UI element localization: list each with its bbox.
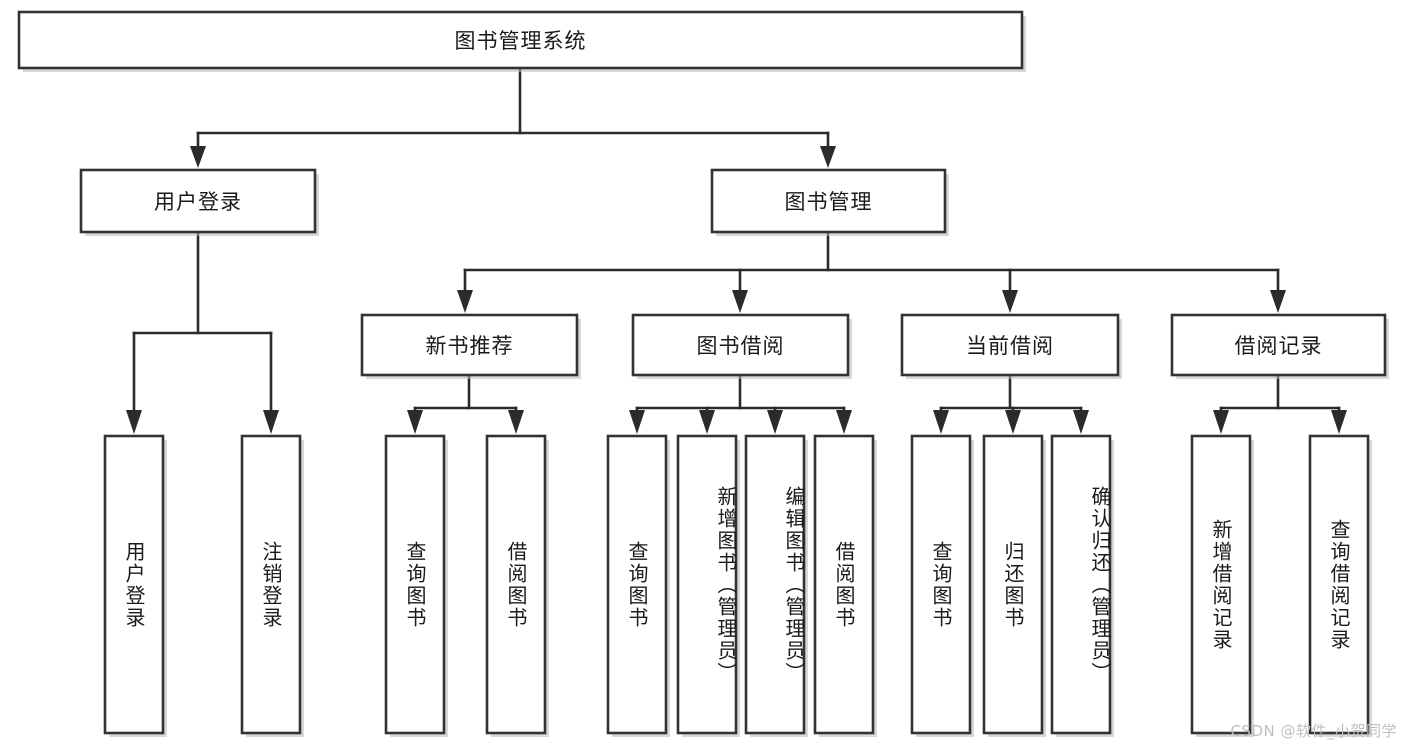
- arrow-to-leaf-borrow-book-1: [508, 410, 524, 434]
- arrow-to-leaf-query-record: [1331, 410, 1347, 434]
- arrow-to-borrow-record: [1270, 290, 1286, 313]
- arrow-to-user-login: [190, 146, 206, 168]
- node-leaf-user-logout[interactable]: [240, 434, 302, 735]
- node-leaf-borrow-book-1[interactable]: [485, 434, 547, 735]
- arrow-to-book-manage: [820, 146, 836, 168]
- arrow-to-leaf-add-record: [1213, 410, 1229, 434]
- node-leaf-query-book-2[interactable]: [606, 434, 668, 735]
- node-leaf-add-book[interactable]: [676, 434, 738, 735]
- arrow-to-leaf-borrow-book-2: [836, 410, 852, 434]
- node-user-login[interactable]: [79, 168, 317, 234]
- node-leaf-query-record[interactable]: [1308, 434, 1370, 735]
- arrow-to-leaf-edit-book: [767, 410, 783, 434]
- node-leaf-add-record[interactable]: [1190, 434, 1252, 735]
- arrow-to-leaf-add-book: [699, 410, 715, 434]
- node-leaf-user-login[interactable]: [103, 434, 165, 735]
- node-leaf-query-book-1[interactable]: [384, 434, 446, 735]
- csdn-watermark: CSDN @软件_小贺同学: [1230, 722, 1397, 740]
- node-book-manage[interactable]: [710, 168, 947, 234]
- arrow-to-new-book-recommend: [457, 290, 473, 313]
- node-leaf-confirm-return[interactable]: [1050, 434, 1112, 735]
- node-new-book-recommend[interactable]: [360, 313, 579, 377]
- arrow-to-leaf-query-book-1: [407, 410, 423, 434]
- node-book-borrow[interactable]: [631, 313, 850, 377]
- node-current-borrow[interactable]: [900, 313, 1120, 377]
- arrow-to-leaf-user-login: [126, 410, 142, 434]
- node-layer: [17, 10, 1389, 737]
- node-leaf-query-book-3[interactable]: [910, 434, 972, 735]
- node-leaf-edit-book[interactable]: [744, 434, 806, 735]
- arrow-to-current-borrow: [1002, 290, 1018, 313]
- arrow-to-leaf-user-logout: [263, 410, 279, 434]
- arrow-to-leaf-query-book-2: [629, 410, 645, 434]
- arrow-to-leaf-return-book: [1005, 410, 1021, 434]
- node-leaf-borrow-book-2[interactable]: [813, 434, 875, 735]
- arrow-to-book-borrow: [732, 290, 748, 313]
- arrow-to-leaf-confirm-return: [1073, 410, 1089, 434]
- arrow-to-leaf-query-book-3: [933, 410, 949, 434]
- node-borrow-record[interactable]: [1170, 313, 1387, 377]
- node-root[interactable]: [17, 10, 1024, 70]
- connector-layer: [126, 66, 1347, 434]
- node-leaf-return-book[interactable]: [982, 434, 1044, 735]
